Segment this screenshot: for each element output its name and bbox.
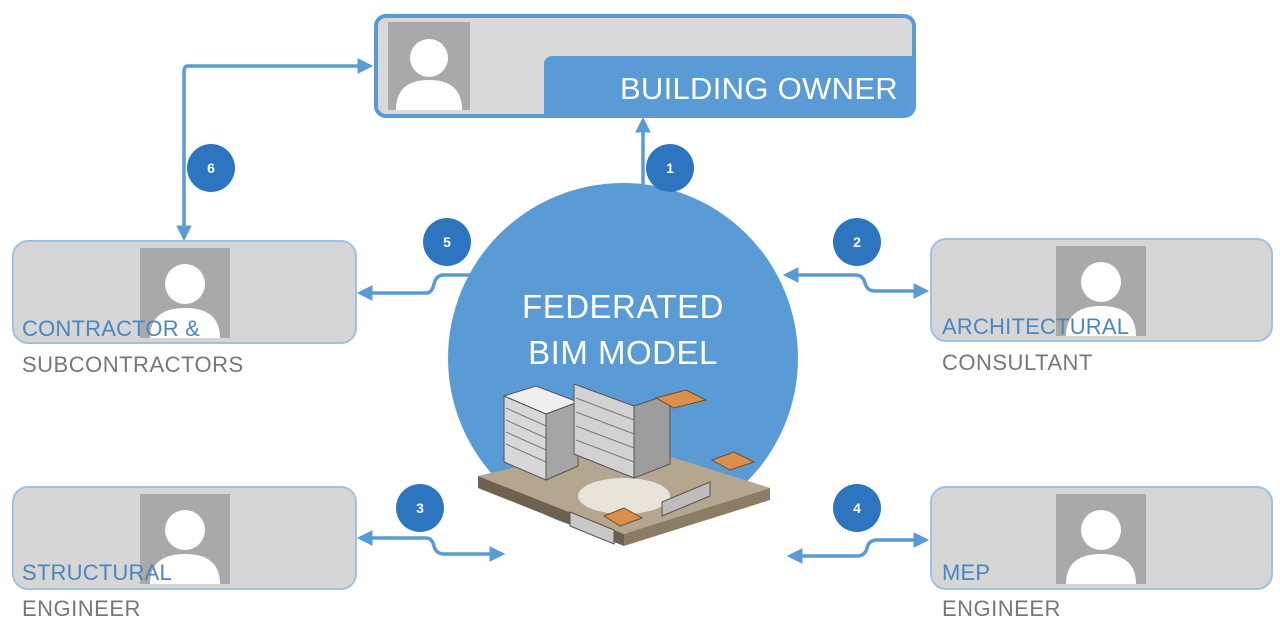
arrow-owner-contractor xyxy=(176,58,374,242)
architectural-title: ARCHITECTURAL xyxy=(942,314,1130,339)
person-icon xyxy=(1056,494,1146,584)
architectural-subtitle: CONSULTANT xyxy=(942,350,1093,375)
structural-subtitle: ENGINEER xyxy=(22,596,141,621)
badge-4: 4 xyxy=(833,484,881,532)
hub-title-line2: BIM MODEL xyxy=(528,334,718,371)
structural-title: STRUCTURAL xyxy=(22,560,172,585)
contractor-subtitle: SUBCONTRACTORS xyxy=(22,352,244,377)
structural-engineer-card xyxy=(12,486,357,590)
contractor-title: CONTRACTOR & xyxy=(22,316,201,341)
person-icon xyxy=(140,248,230,338)
mep-subtitle: ENGINEER xyxy=(942,596,1061,621)
mep-title: MEP xyxy=(942,560,991,585)
contractor-card xyxy=(12,240,357,344)
person-icon xyxy=(1056,246,1146,336)
building-model-image xyxy=(478,384,770,546)
building-owner-label: BUILDING OWNER xyxy=(619,71,898,106)
architectural-consultant-card xyxy=(930,238,1273,342)
arrow-contractor-hub xyxy=(356,267,507,301)
building-owner-card: BUILDING OWNER xyxy=(374,14,916,118)
person-icon xyxy=(388,22,470,110)
badge-3: 3 xyxy=(396,484,444,532)
badge-6: 6 xyxy=(187,144,235,192)
arrow-hub-architectural xyxy=(782,267,930,299)
badge-5: 5 xyxy=(423,218,471,266)
badge-1: 1 xyxy=(646,144,694,192)
owner-label-band xyxy=(544,56,912,114)
hub-title-line1: FEDERATED xyxy=(522,288,724,325)
arrow-hub-mep xyxy=(786,532,930,564)
badge-2: 2 xyxy=(833,218,881,266)
arrow-structural-hub xyxy=(356,530,506,562)
mep-engineer-card xyxy=(930,486,1273,590)
person-icon xyxy=(140,494,230,584)
